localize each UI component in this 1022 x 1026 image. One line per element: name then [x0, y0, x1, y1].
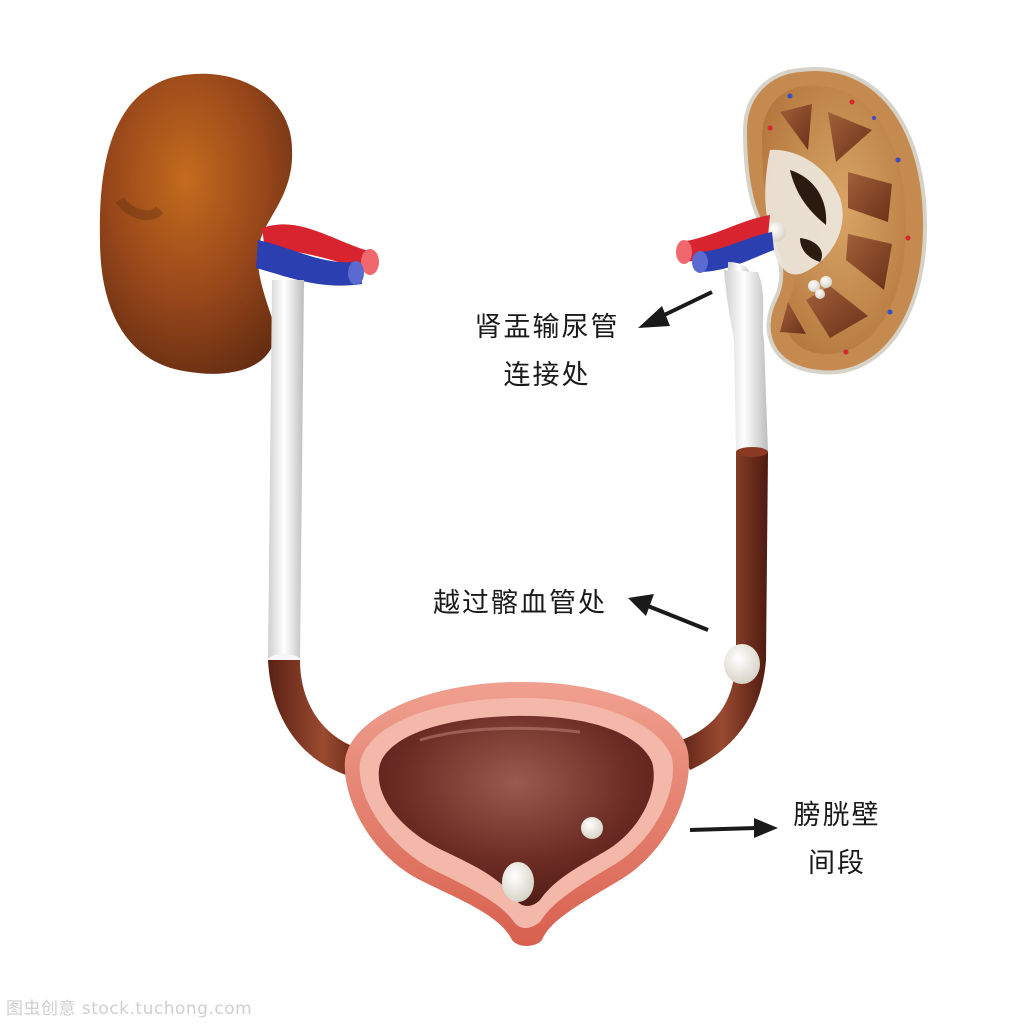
- label-upj-line1: 肾盂输尿管: [474, 312, 620, 343]
- left-ureter: [268, 280, 378, 782]
- label-iliac: 越过髂血管处: [433, 588, 607, 619]
- arrow-bladder-wall: [689, 818, 778, 838]
- bladder: [344, 681, 689, 946]
- label-iliac-vessel-crossing: 越过髂血管处: [420, 580, 620, 628]
- label-bladder-line1: 膀胱壁: [793, 800, 881, 831]
- label-bladder-line2: 间段: [808, 848, 866, 879]
- label-intramural-segment: 膀胱壁 间段: [782, 792, 892, 888]
- label-upj-line2: 连接处: [503, 360, 591, 391]
- watermark: 图虫创意 stock.tuchong.com: [6, 999, 253, 1019]
- right-renal-vessels: [676, 215, 774, 273]
- left-renal-vessels: [256, 224, 379, 286]
- right-kidney-cross-section: [742, 67, 928, 375]
- arrow-upj: [638, 290, 713, 328]
- left-kidney: [99, 73, 293, 374]
- right-ureter: [676, 262, 768, 770]
- label-ureteropelvic-junction: 肾盂输尿管 连接处: [462, 304, 632, 400]
- arrow-iliac: [628, 594, 709, 632]
